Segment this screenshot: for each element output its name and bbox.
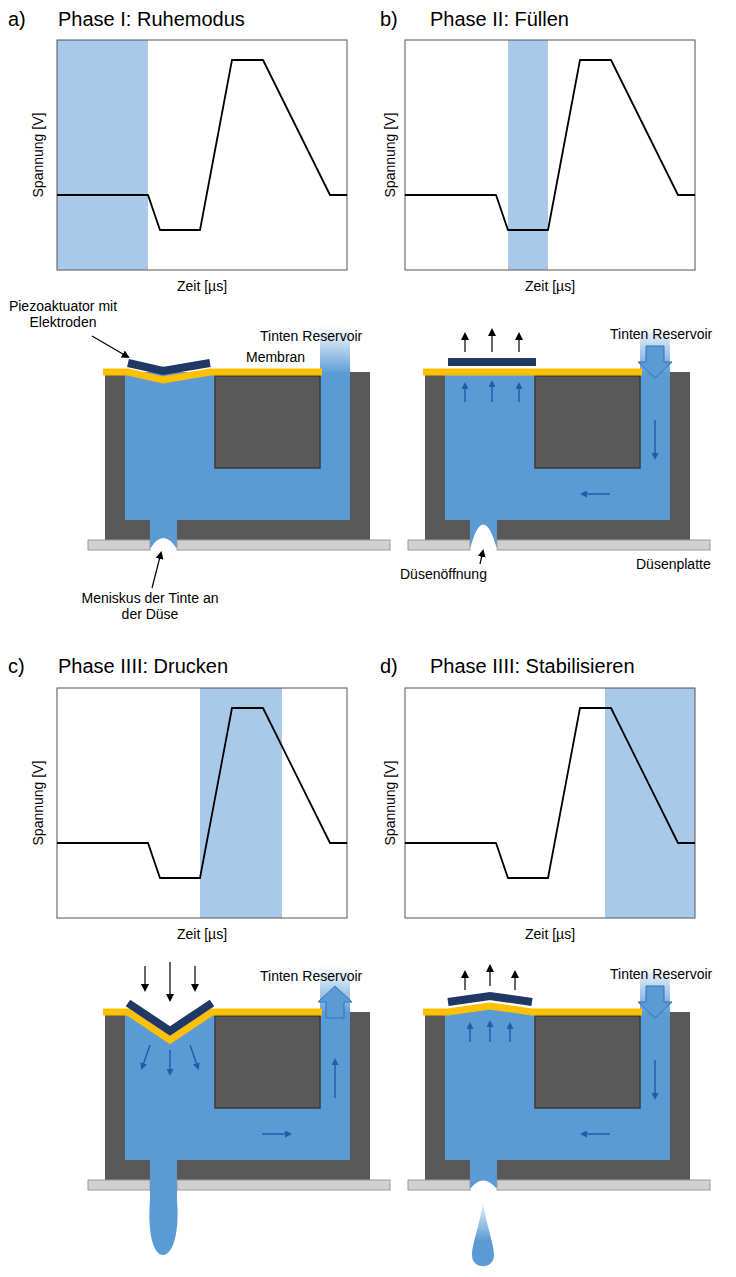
axis-label: Spannung [V] bbox=[382, 761, 398, 846]
axis-label: Spannung [V] bbox=[30, 113, 46, 198]
part-label: Tinten Reservoir bbox=[610, 326, 712, 342]
part-label: Tinten Reservoir bbox=[260, 328, 362, 344]
voltage-chart bbox=[405, 688, 695, 918]
part-label: Membran bbox=[246, 349, 305, 365]
part-label: Meniskus der Tinte an der Düse bbox=[75, 590, 225, 622]
axis-label: Spannung [V] bbox=[30, 761, 46, 846]
axis-label: Zeit [µs] bbox=[525, 926, 575, 942]
axis-label: Zeit [µs] bbox=[177, 926, 227, 942]
phase-title: Phase II: Füllen bbox=[430, 8, 569, 31]
axis-label: Zeit [µs] bbox=[525, 278, 575, 294]
panel-letter: b) bbox=[380, 8, 398, 31]
phase-title: Phase IIII: Stabilisieren bbox=[430, 655, 635, 678]
voltage-chart bbox=[57, 40, 347, 270]
part-label: Tinten Reservoir bbox=[260, 968, 362, 984]
part-label: Düsenöffnung bbox=[400, 566, 487, 582]
voltage-chart bbox=[405, 40, 695, 270]
panel-letter: c) bbox=[8, 655, 25, 678]
part-label: Piezoaktuator mit Elektroden bbox=[3, 298, 123, 330]
part-label: Düsenplatte bbox=[636, 556, 711, 572]
voltage-chart bbox=[57, 688, 347, 918]
axis-label: Spannung [V] bbox=[382, 113, 398, 198]
axis-label: Zeit [µs] bbox=[177, 278, 227, 294]
printhead-section bbox=[408, 326, 710, 550]
part-label: Tinten Reservoir bbox=[610, 966, 712, 982]
panel-letter: d) bbox=[380, 655, 398, 678]
printhead-section bbox=[408, 966, 710, 1266]
panel-letter: a) bbox=[8, 8, 26, 31]
printhead-section bbox=[88, 326, 390, 550]
printhead-section bbox=[88, 962, 390, 1255]
phase-title: Phase I: Ruhemodus bbox=[58, 8, 245, 31]
phase-title: Phase IIII: Drucken bbox=[58, 655, 228, 678]
